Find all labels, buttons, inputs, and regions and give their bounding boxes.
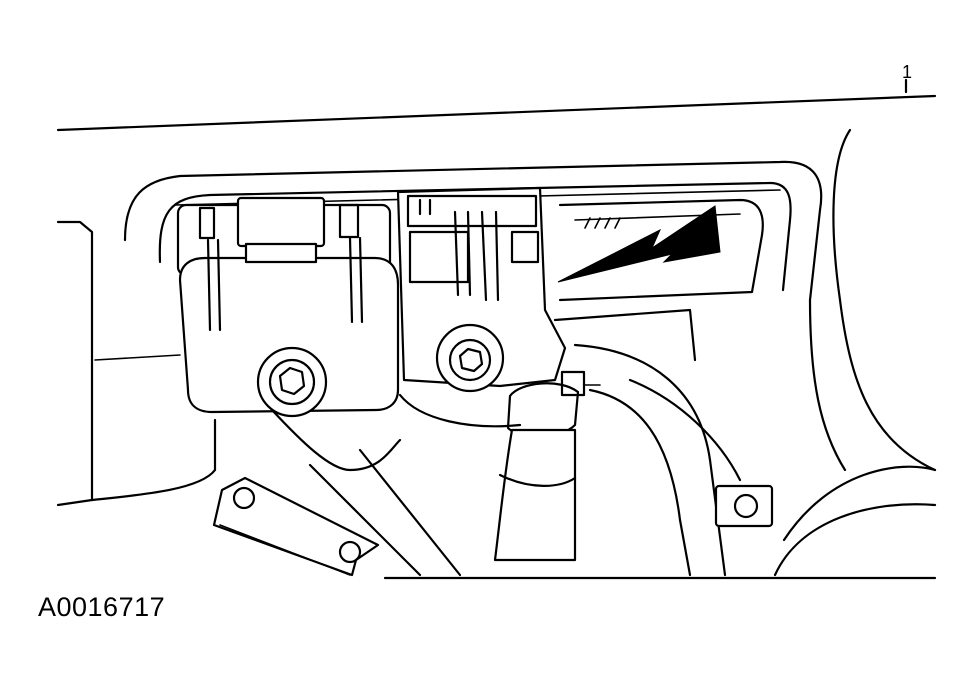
cable-harness — [495, 310, 725, 575]
callout-number: 1 — [902, 62, 912, 82]
connector-bracket — [398, 188, 565, 391]
figure-id-label: A0016717 — [38, 592, 166, 622]
right-bracket — [630, 380, 935, 575]
left-panel — [58, 222, 215, 505]
arrow-icon — [558, 206, 720, 282]
relay-module — [178, 198, 398, 416]
lower-components — [214, 395, 520, 575]
